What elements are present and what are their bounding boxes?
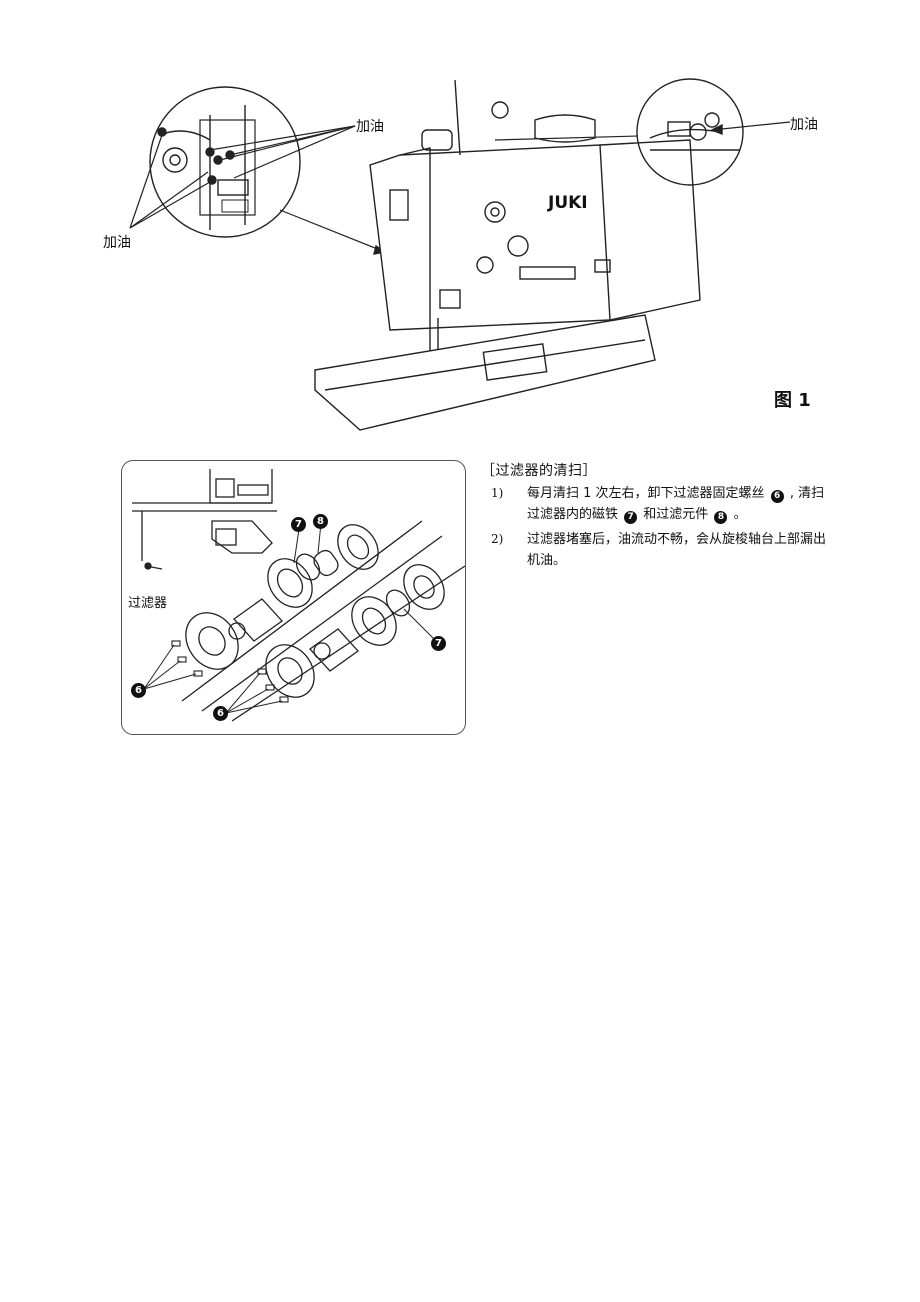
- step-number: 2): [491, 532, 504, 546]
- filter-exploded-illustration: [132, 469, 465, 722]
- screw-ref-badge: 6: [770, 490, 784, 503]
- magnet-badge-lower: 7: [431, 636, 446, 651]
- left-detail-circle: [149, 86, 301, 238]
- filter-label: 过滤器: [128, 596, 168, 611]
- step-2: 2) 过滤器堵塞后，油流动不畅，会从旋梭轴台上部漏出机油。: [491, 529, 836, 571]
- element-ref-badge: 8: [714, 511, 728, 524]
- screw-badge-lower: 6: [213, 706, 228, 721]
- oil-label-top: 加油: [356, 119, 384, 135]
- right-detail-circle: [636, 78, 744, 186]
- sewing-machine-illustration: JUKI: [129, 78, 791, 431]
- step-text: 每月清扫 1 次左右，卸下过滤器固定螺丝 6 , 清扫过滤器内的磁铁 7 和过滤…: [527, 483, 836, 525]
- brand-logo: JUKI: [547, 193, 588, 213]
- magnet-ref-badge: 7: [624, 511, 638, 524]
- magnet-badge-upper: 7: [291, 517, 306, 532]
- machine-body: [314, 79, 701, 431]
- figure-1-label: 图 1: [774, 390, 811, 411]
- step-1-text-d: 。: [733, 507, 747, 522]
- filter-cleaning-steps: 1) 每月清扫 1 次左右，卸下过滤器固定螺丝 6 , 清扫过滤器内的磁铁 7 …: [491, 483, 836, 575]
- oil-label-left: 加油: [103, 235, 131, 251]
- oil-arrows-center: [209, 125, 356, 179]
- step-1-text-a: 每月清扫 1 次左右，卸下过滤器固定螺丝: [527, 486, 765, 501]
- step-text: 过滤器堵塞后，油流动不畅，会从旋梭轴台上部漏出机油。: [527, 532, 827, 568]
- oil-arrows-left: [129, 134, 211, 229]
- figure-1-sewing-machine: JUKI 加油 加油 加油: [100, 60, 860, 440]
- screw-badge-upper: 6: [131, 683, 146, 698]
- figure-2-filter-diagram: 过滤器 6 6 7 8 7: [121, 460, 466, 735]
- step-1-text-c: 和过滤元件: [643, 507, 709, 522]
- step-1-text-b: , 清扫过滤器内的磁铁: [527, 486, 825, 522]
- element-badge: 8: [313, 514, 328, 529]
- filter-cleaning-heading: ［过滤器的清扫］: [481, 463, 597, 479]
- step-number: 1): [491, 486, 504, 500]
- oil-label-right: 加油: [790, 117, 818, 133]
- step-1: 1) 每月清扫 1 次左右，卸下过滤器固定螺丝 6 , 清扫过滤器内的磁铁 7 …: [491, 483, 836, 525]
